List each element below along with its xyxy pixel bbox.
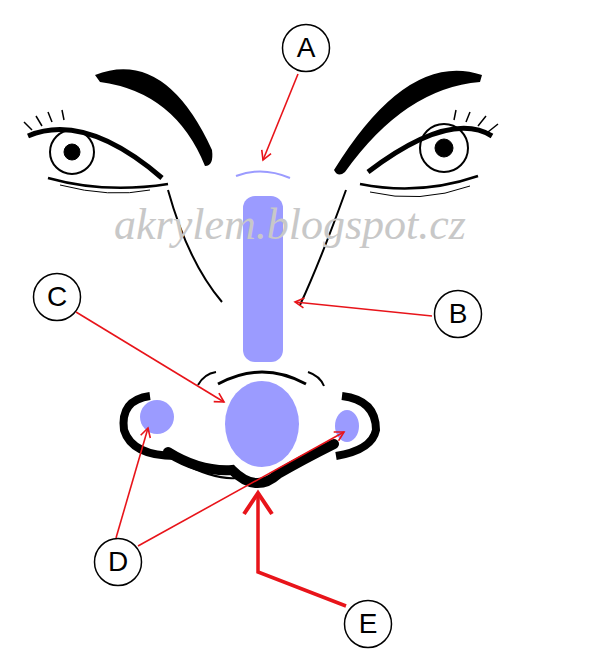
right-eyebrow <box>334 71 482 175</box>
callout-letter: A <box>297 34 316 62</box>
callout-circle: C <box>32 272 82 322</box>
thick-arrow <box>244 493 346 606</box>
right-eye <box>360 110 498 197</box>
callout-letter: E <box>359 610 378 638</box>
highlight-arc <box>236 171 290 178</box>
left-eyebrow <box>95 69 212 166</box>
callout-letter: C <box>47 283 67 311</box>
nose-tip-line <box>198 372 216 385</box>
tip-highlight <box>225 381 299 467</box>
nostril-highlight <box>335 410 359 442</box>
callout-circle: D <box>93 537 143 587</box>
callout-circle: E <box>343 599 393 649</box>
nose-base <box>180 462 236 478</box>
left-eye <box>24 110 168 193</box>
leader-arrows <box>76 74 432 546</box>
nose-tip-line <box>308 372 324 386</box>
right-nostril <box>336 396 376 456</box>
nostril-highlight <box>140 400 174 434</box>
callout-circle: B <box>433 289 483 339</box>
watermark: akrylem.blogspot.cz <box>114 203 466 247</box>
left-nostril <box>124 396 176 456</box>
callout-letter: B <box>449 300 468 328</box>
callout-letter: D <box>108 548 128 576</box>
callout-circle: A <box>281 23 331 73</box>
